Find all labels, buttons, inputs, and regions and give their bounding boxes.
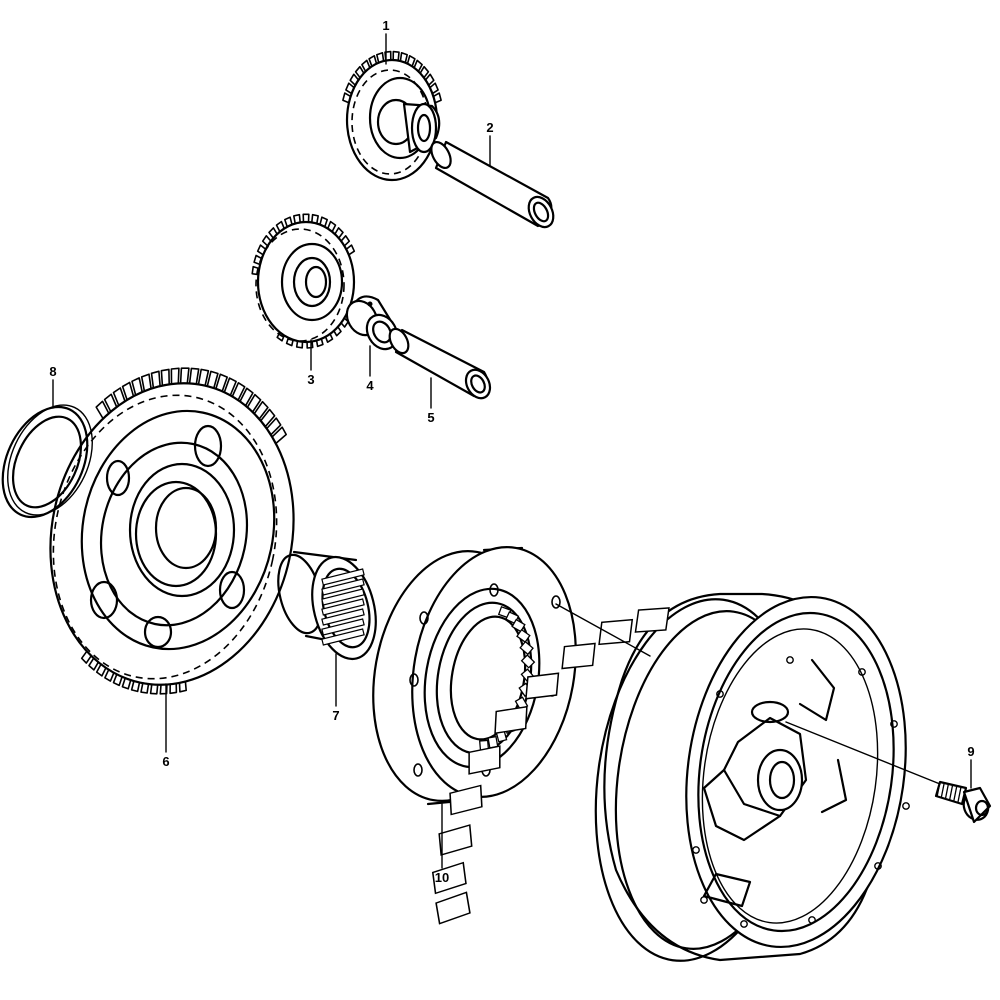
thread-line [940, 782, 945, 799]
magnet-window [598, 618, 634, 646]
bearing-roller [321, 618, 365, 636]
magnet-window [438, 824, 473, 856]
rivet-hole [808, 916, 816, 924]
needle-bearing-part-7 [277, 550, 377, 661]
part-label-5: 5 [427, 410, 434, 425]
clutch-roller [519, 640, 534, 656]
part-label-9: 9 [967, 744, 974, 759]
rivet-hole [786, 656, 794, 664]
part-label-4: 4 [366, 378, 374, 393]
part-label-6: 6 [162, 754, 169, 769]
clutch-roller [516, 628, 531, 643]
magnet-window [525, 672, 560, 700]
thread-line [944, 783, 950, 800]
bolt-part-9 [934, 780, 992, 824]
bolt-hole [551, 595, 561, 609]
bearing-roller [321, 598, 365, 616]
bolt-hole [413, 763, 423, 777]
shaft-part-5 [388, 327, 492, 400]
alignment-line-clutch-rotor [555, 603, 651, 657]
bolt-thread [936, 781, 962, 803]
rivet-hole [716, 690, 724, 698]
rivet-hole [740, 920, 748, 928]
rivet-hole [902, 802, 910, 810]
gear-part-3 [251, 213, 356, 349]
thread-line [953, 785, 958, 802]
magneto-rotor [431, 592, 910, 962]
gear-tooth [197, 368, 210, 387]
bearing-roller [321, 608, 365, 626]
rivet-hole [890, 720, 898, 728]
magnet-window [431, 861, 467, 895]
bolt-hole [419, 611, 429, 625]
gear-tooth [188, 367, 200, 385]
bushing-part-4 [345, 295, 399, 351]
bearing-roller [321, 588, 365, 606]
magnet-window [468, 745, 501, 775]
starter-gear-part-6 [49, 367, 295, 695]
bolt-hole [489, 583, 499, 597]
part-label-7: 7 [332, 708, 339, 723]
rivet-hole [858, 668, 866, 676]
idler-gear-part-1 [342, 50, 442, 182]
washer-part-8 [1, 404, 93, 519]
magnet-window [561, 642, 596, 670]
gear-tooth [179, 367, 190, 385]
magnet-window [494, 705, 528, 735]
magnet-window [449, 784, 483, 816]
thread-line [957, 786, 962, 803]
rotor-magnet-windows [431, 607, 670, 925]
magnet-window [435, 891, 471, 925]
bearing-roller [321, 568, 365, 586]
part-label-1: 1 [382, 18, 389, 33]
shaft-part-2 [430, 140, 555, 229]
bearing-roller [321, 628, 365, 646]
bearing-roller [321, 578, 365, 596]
rivet-hole [692, 846, 700, 854]
clutch-roller [520, 654, 536, 669]
rivet-hole [874, 862, 882, 870]
part-label-3: 3 [307, 372, 314, 387]
part-label-2: 2 [486, 120, 493, 135]
alignment-line-bolt-rotor [785, 721, 941, 785]
magnet-window [634, 607, 670, 633]
bolt-hole [409, 673, 419, 687]
clutch-roller [511, 618, 526, 633]
thread-line [948, 784, 954, 801]
part-label-8: 8 [49, 364, 56, 379]
bearing-rollers [321, 568, 365, 646]
gear-tooth [170, 367, 180, 385]
gear-tooth [160, 368, 170, 387]
part-label-10: 10 [435, 870, 449, 885]
